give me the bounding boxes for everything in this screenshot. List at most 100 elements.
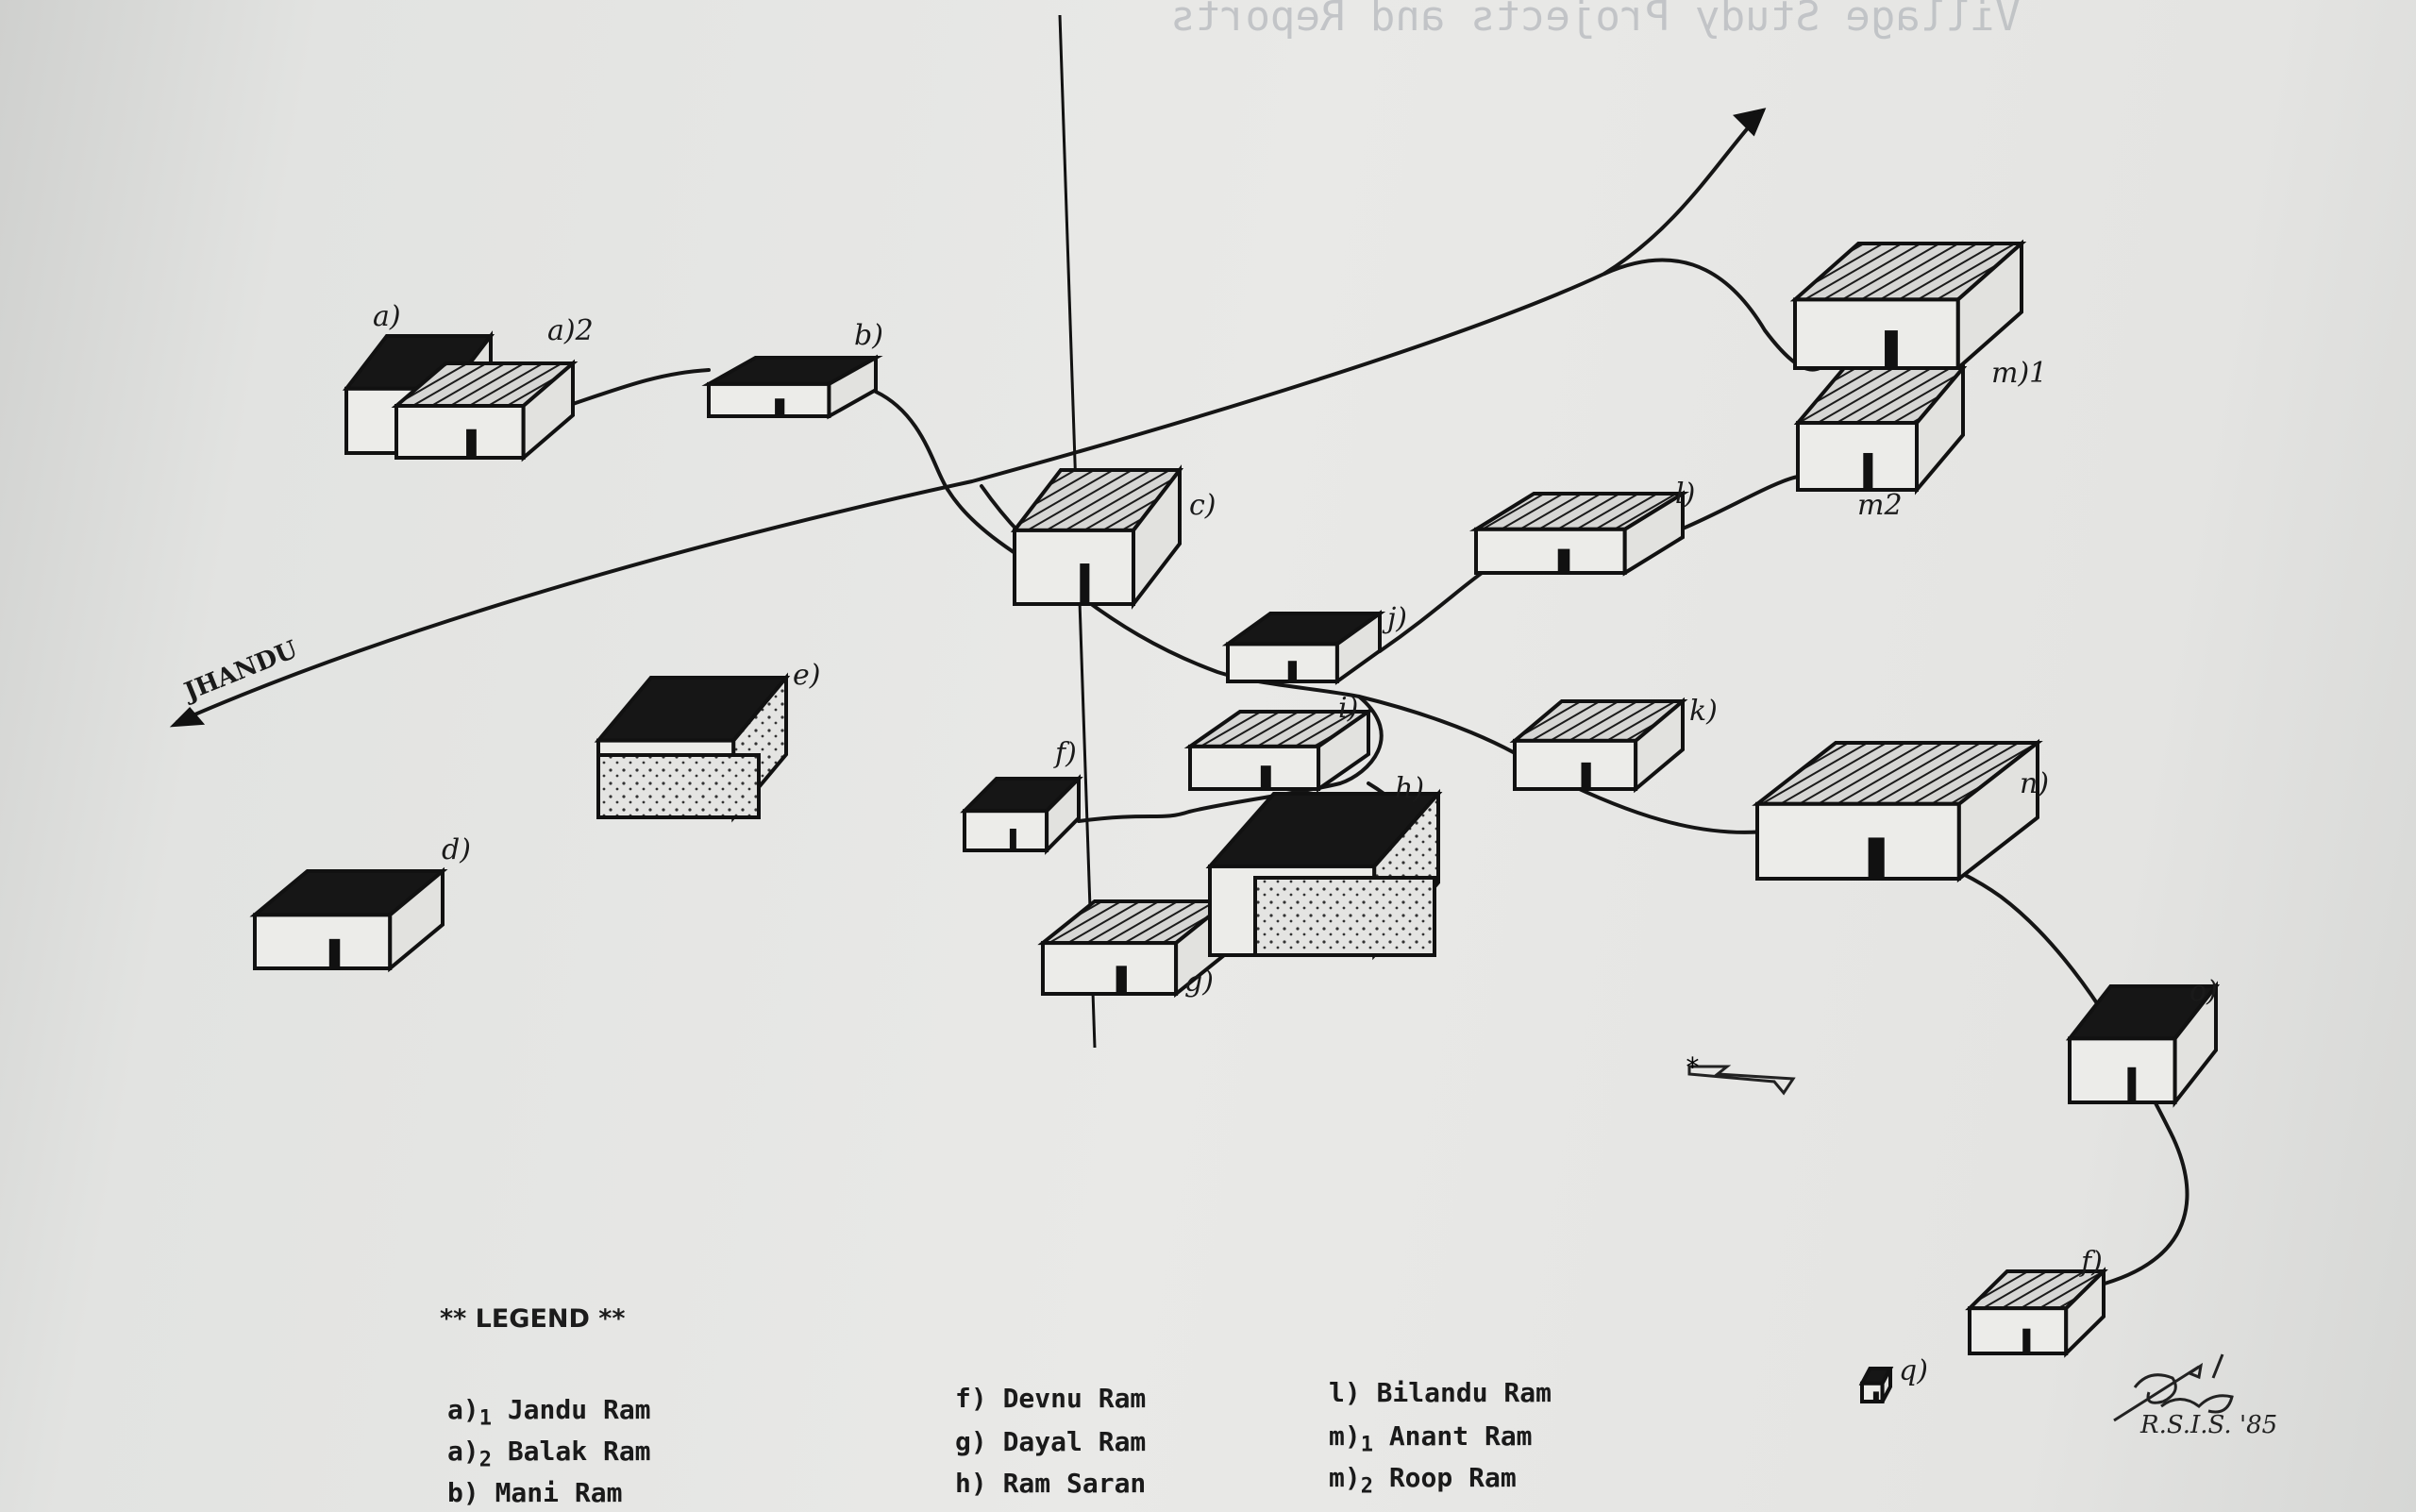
house-side (2064, 1267, 2106, 1358)
house-side (1880, 1368, 1892, 1403)
house-i (1183, 708, 1375, 793)
house-label: d) (442, 833, 471, 866)
house-door (2022, 1328, 2031, 1353)
legend-name: Anant Ram (1372, 1420, 1533, 1452)
house-m2 (1793, 362, 1968, 496)
legend-key-subscript: 1 (478, 1406, 492, 1431)
house-door (1863, 452, 1873, 490)
house-label: k) (1689, 695, 1718, 728)
star-marker-icon: * (1685, 1051, 1701, 1083)
signature-credit: R.S.I.S. '85 (2140, 1411, 2278, 1439)
road-path (571, 368, 711, 406)
legend-key-subscript: 2 (478, 1448, 492, 1472)
legend-name: Ram Saran (986, 1468, 1147, 1499)
house-side (521, 359, 575, 462)
house-side (1622, 490, 1685, 577)
house-wall (963, 809, 1049, 853)
house-door (1287, 661, 1298, 681)
house-door (1868, 837, 1885, 879)
house-side (1955, 239, 2023, 373)
legend-title: ** LEGEND ** (440, 1304, 626, 1334)
house-side (388, 866, 445, 973)
legend-key: m) (1329, 1462, 1361, 1493)
house-f (1965, 1267, 2108, 1358)
legend-key: m) (1329, 1420, 1361, 1452)
house-side (1045, 774, 1081, 855)
house-side (1634, 697, 1685, 794)
house-n (1752, 738, 2043, 883)
legend-key: b) (447, 1477, 479, 1508)
house-door (775, 398, 785, 416)
house-side (1915, 362, 1965, 496)
legend-key: l) (1329, 1377, 1361, 1408)
house-side (1317, 708, 1370, 793)
legend-name: Jandu Ram (491, 1394, 651, 1425)
house-label: l) (1675, 478, 1695, 511)
house-wall (1968, 1306, 2069, 1356)
house-door (1557, 548, 1570, 573)
house-d (249, 866, 448, 973)
house-label: m2 (1857, 489, 1903, 522)
house-wall (1013, 528, 1135, 607)
house-door (1116, 966, 1127, 994)
legend-name: Balak Ram (491, 1436, 651, 1467)
house-label: h) (1395, 772, 1424, 805)
house-side (1334, 610, 1382, 685)
house-side (827, 354, 878, 420)
legend-entry: a)1 Jandu Ram (447, 1394, 651, 1431)
house-m1 (1789, 239, 2027, 373)
legend-key: g) (955, 1426, 987, 1457)
house-b (701, 354, 883, 420)
house-label: e) (793, 659, 820, 692)
house-l (1468, 490, 1690, 577)
legend-key-subscript: 1 (1360, 1433, 1373, 1457)
house-door (1885, 330, 1898, 368)
house-wall (2068, 1036, 2177, 1104)
house-side (2173, 981, 2218, 1108)
arrow-head-northeast-icon (1732, 108, 1767, 137)
house-door (328, 938, 341, 968)
arrow-head-west-icon (169, 707, 206, 728)
house-door (1581, 762, 1591, 789)
road-path (1602, 258, 1828, 372)
house-label: o) (2190, 975, 2218, 1008)
signature-scribble (2113, 1353, 2234, 1422)
legend-entry: b) Mani Ram (447, 1477, 622, 1508)
house-c (1010, 464, 1184, 610)
legend-entry: f) Devnu Ram (955, 1383, 1146, 1414)
house-side (1132, 464, 1182, 610)
house-label: i) (1338, 692, 1358, 725)
house-label: j) (1382, 602, 1407, 635)
house-label: f) (1053, 737, 1077, 770)
legend-entry: h) Ram Saran (955, 1468, 1146, 1499)
house-wall (1041, 941, 1179, 996)
house-label: n) (2020, 767, 2049, 800)
house-k (1509, 697, 1688, 794)
house-door (466, 428, 477, 458)
legend-name: Dayal Ram (986, 1426, 1147, 1457)
legend-key: a) (447, 1394, 479, 1425)
house-wall (1793, 297, 1960, 370)
house-door (1080, 563, 1090, 604)
house-j (1221, 610, 1386, 685)
legend-entry: m)2 Roop Ram (1329, 1462, 1517, 1499)
house-label: m)1 (1991, 357, 2047, 390)
legend-name: Devnu Ram (986, 1383, 1147, 1414)
house-wall (253, 913, 393, 970)
road-path (176, 109, 1765, 724)
house-wall (1755, 801, 1961, 881)
house-door (1260, 765, 1271, 789)
house-base-slab (596, 753, 761, 819)
house-wall (394, 404, 526, 460)
house-side (1956, 738, 2039, 883)
house-label: q) (1899, 1354, 1928, 1387)
house-label: c) (1189, 489, 1216, 522)
legend-key: h) (955, 1468, 987, 1499)
house-label: g) (1184, 966, 1214, 999)
legend-entry: g) Dayal Ram (955, 1426, 1146, 1457)
star-marker-shape (1687, 1065, 1796, 1096)
house-o (2065, 981, 2221, 1108)
legend-entry: m)1 Anant Ram (1329, 1420, 1533, 1457)
house-label: a)2 (547, 314, 594, 347)
